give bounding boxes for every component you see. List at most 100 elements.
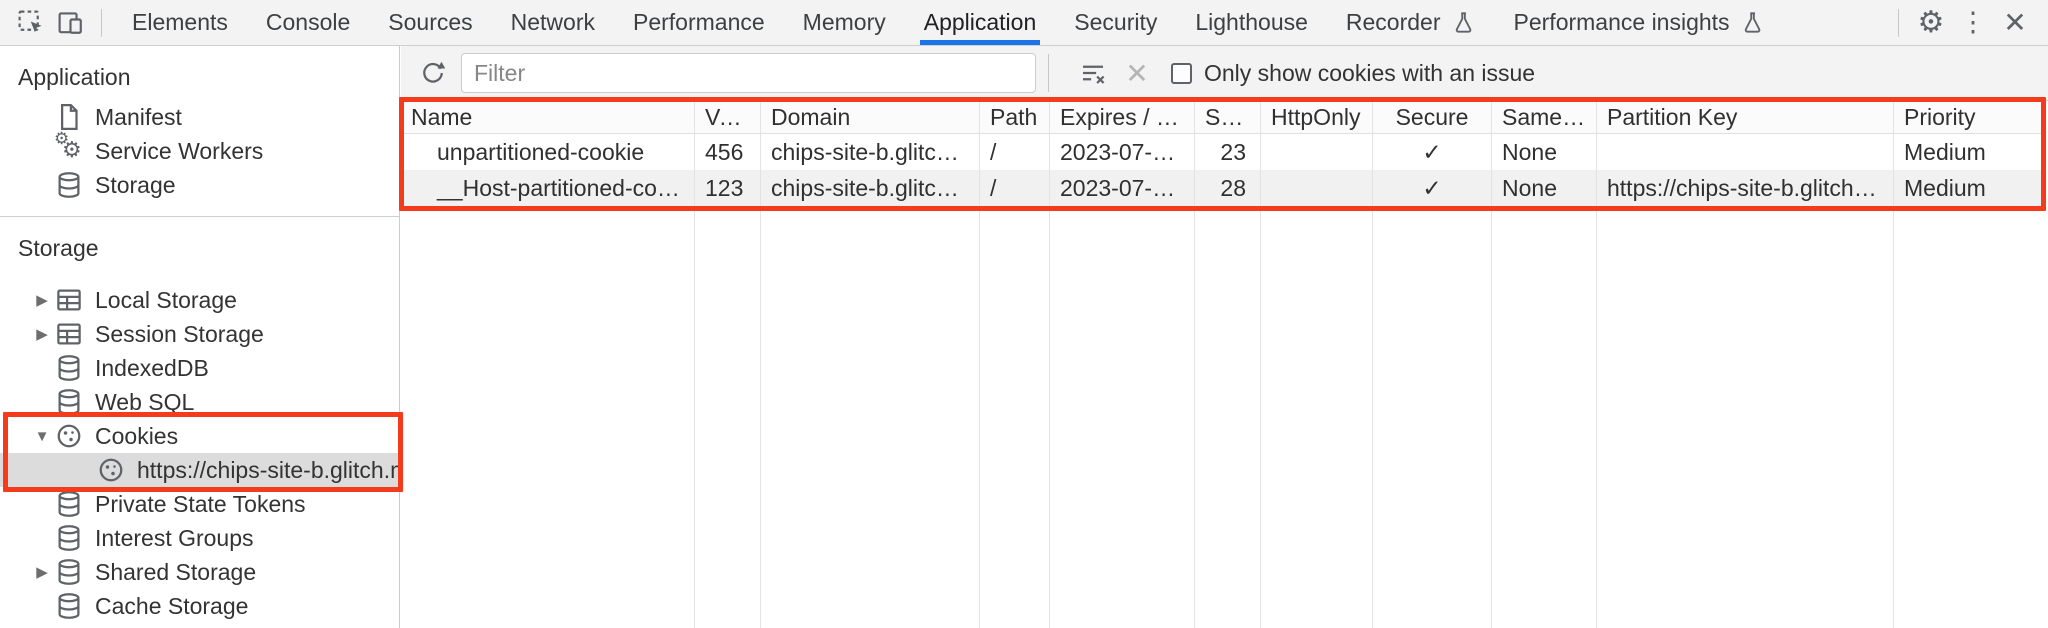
more-options-button[interactable]: ⋮ [1952,2,1994,44]
device-toolbar-icon [58,12,82,34]
table-row[interactable]: unpartitioned-cookie 456 chips-site-b.gl… [401,134,2042,170]
tab-memory[interactable]: Memory [784,0,905,45]
cell-domain[interactable]: chips-site-b.glitch.me [761,134,980,170]
sidebar-item-label: IndexedDB [95,354,209,381]
sidebar-item-manifest[interactable]: Manifest [0,100,399,134]
table-header-row: Name Value Domain Path Expires / M... Si… [401,101,2042,134]
table-row[interactable]: __Host-partitioned-cookie 123 chips-site… [401,170,2042,206]
cell-httponly[interactable] [1261,170,1373,206]
sidebar-item-cookies[interactable]: ▼ Cookies [0,419,399,453]
cell-secure-checkmark[interactable]: ✓ [1373,134,1492,170]
sidebar-item-session-storage[interactable]: ▶ Session Storage [0,317,399,351]
empty-cell [1050,206,1195,628]
empty-cell [1492,206,1597,628]
sidebar-item-local-storage[interactable]: ▶ Local Storage [0,283,399,317]
cell-httponly[interactable] [1261,134,1373,170]
close-devtools-button[interactable]: ✕ [1994,2,2036,44]
empty-cell [1894,206,2042,628]
database-icon [58,355,80,381]
expand-arrow-icon[interactable]: ▶ [36,326,48,343]
cookies-data-grid: Name Value Domain Path Expires / M... Si… [401,101,2048,628]
empty-cell [401,206,695,628]
clear-filter-icon [1081,65,1105,85]
cell-expires[interactable]: 2023-07-07... [1050,134,1195,170]
sidebar-item-cookie-origin[interactable]: https://chips-site-b.glitch.me [0,453,422,487]
column-header-domain[interactable]: Domain [761,101,980,133]
expand-arrow-icon[interactable]: ▶ [36,564,48,581]
cell-domain[interactable]: chips-site-b.glitch.me [761,170,980,206]
issue-filter-checkbox[interactable] [1171,62,1192,84]
tab-recorder[interactable]: Recorder [1327,0,1495,45]
tab-application[interactable]: Application [905,0,1056,45]
sidebar-item-private-state-tokens[interactable]: Private State Tokens [0,487,399,521]
database-icon [58,389,80,415]
sidebar-item-service-workers[interactable]: ⚙⚙ Service Workers [0,129,399,168]
tab-performance-insights[interactable]: Performance insights [1495,0,1784,45]
cell-path[interactable]: / [980,134,1050,170]
tab-label: Sources [388,9,473,35]
sidebar-item-label: Local Storage [95,286,237,313]
sidebar-item-label: Service Workers [95,137,264,164]
column-header-path[interactable]: Path [980,101,1050,133]
cell-priority[interactable]: Medium [1904,175,1986,201]
sidebar-item-label: Storage [95,171,176,198]
settings-button[interactable]: ⚙ [1910,2,1952,44]
tab-sources[interactable]: Sources [369,0,491,45]
empty-cell [761,206,980,628]
sidebar-item-storage[interactable]: Storage [0,168,399,202]
tab-network[interactable]: Network [492,0,614,45]
sidebar-item-label: Web SQL [95,388,195,415]
cell-partition-key[interactable] [1597,134,1894,170]
tab-label: Performance insights [1513,9,1730,35]
column-header-expires[interactable]: Expires / M... [1050,101,1195,133]
column-header-priority[interactable]: Priority [1904,104,1976,130]
column-header-value[interactable]: Value [695,101,761,133]
cell-value[interactable]: 456 [695,134,761,170]
tab-label: Recorder [1345,9,1441,35]
inspect-element-button[interactable] [10,3,50,43]
tab-elements[interactable]: Elements [113,0,247,45]
separator [1048,54,1049,92]
cell-expires[interactable]: 2023-07-07... [1050,170,1195,206]
clear-filter-button[interactable] [1073,53,1113,93]
column-header-name[interactable]: Name [401,101,695,133]
column-header-secure[interactable]: Secure [1373,101,1492,133]
sidebar-item-label: Manifest [95,103,182,130]
sidebar-item-interest-groups[interactable]: Interest Groups [0,521,399,555]
refresh-button[interactable] [413,53,453,93]
cell-name[interactable]: unpartitioned-cookie [401,134,695,170]
inspect-icon [18,10,43,34]
collapse-arrow-icon[interactable]: ▼ [34,427,50,445]
column-header-partition-key[interactable]: Partition Key [1597,101,1894,133]
tab-label: Network [510,9,595,35]
cell-value[interactable]: 123 [695,170,761,206]
tab-console[interactable]: Console [247,0,369,45]
expand-arrow-icon[interactable]: ▶ [36,292,48,309]
cell-path[interactable]: / [980,170,1050,206]
tab-security[interactable]: Security [1055,0,1176,45]
sidebar-item-shared-storage[interactable]: ▶ Shared Storage [0,555,399,589]
sidebar-item-web-sql[interactable]: Web SQL [0,385,399,419]
column-header-size[interactable]: Size [1195,101,1261,133]
column-header-httponly[interactable]: HttpOnly [1261,101,1373,133]
cell-name[interactable]: __Host-partitioned-cookie [401,170,695,206]
sidebar-item-indexeddb[interactable]: IndexedDB [0,351,399,385]
sidebar-item-label: Private State Tokens [95,490,306,517]
empty-cell [980,206,1050,628]
cell-size[interactable]: 23 [1195,134,1261,170]
cell-priority[interactable]: Medium [1904,139,1986,165]
tab-lighthouse[interactable]: Lighthouse [1176,0,1327,45]
device-toolbar-button[interactable] [50,3,90,43]
column-header-samesite[interactable]: SameSite [1492,101,1597,133]
database-icon [58,525,80,551]
filter-input[interactable] [461,53,1036,93]
tab-performance[interactable]: Performance [614,0,784,45]
cell-secure-checkmark[interactable]: ✓ [1373,170,1492,206]
cell-samesite[interactable]: None [1492,134,1597,170]
sidebar-item-cache-storage[interactable]: Cache Storage [0,589,399,623]
table-empty-area [401,206,2042,628]
issue-filter-checkbox-label[interactable]: Only show cookies with an issue [1204,59,1536,86]
cell-samesite[interactable]: None [1492,170,1597,206]
cell-size[interactable]: 28 [1195,170,1261,206]
cell-partition-key[interactable]: https://chips-site-b.glitch.me [1597,170,1894,206]
